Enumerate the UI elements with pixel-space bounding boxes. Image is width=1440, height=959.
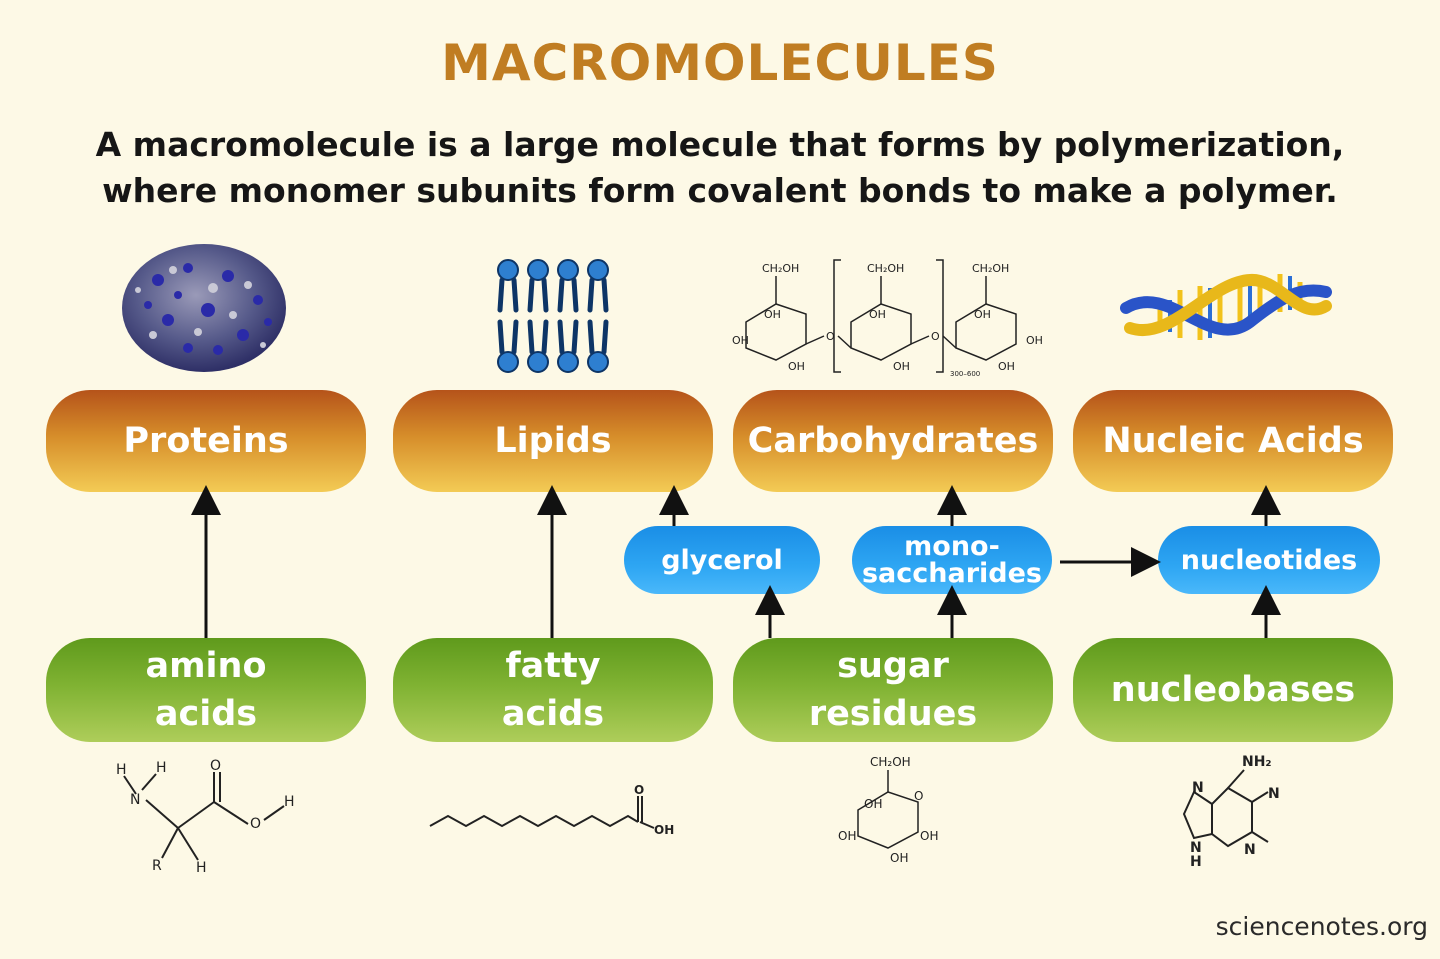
sugar-residues-line-1: sugar (837, 646, 949, 686)
oh-label-6: OH (893, 360, 910, 373)
o-label-amino-1: O (210, 758, 221, 774)
h-label-adenine: H (1190, 854, 1202, 870)
n-label-adenine-1: N (1268, 786, 1280, 802)
page-title: MACROMOLECULES (441, 34, 999, 92)
oh-label-fatty: OH (654, 823, 674, 837)
lipid-bilayer-icon (497, 259, 609, 373)
glucose-structure-icon: CH₂OH O OH OH OH OH (838, 755, 938, 865)
lipids-box: Lipids (393, 390, 713, 492)
o-label-glucose: O (914, 789, 923, 803)
monosaccharides-box: mono- saccharides (852, 526, 1052, 594)
oh-label-1: OH (764, 308, 781, 321)
n-label-amino: N (130, 792, 140, 808)
oh-label-glucose-2: OH (838, 829, 856, 843)
polysaccharide-structure-icon: CH₂OH CH₂OH CH₂OH OH OH OH OH OH OH OH O… (732, 259, 1043, 378)
oh-label-5: OH (788, 360, 805, 373)
nucleic-acids-box: Nucleic Acids (1073, 390, 1393, 492)
carbohydrates-box: Carbohydrates (733, 390, 1053, 492)
ch2oh-label-1: CH₂OH (762, 262, 799, 275)
n-label-adenine-3: N (1192, 780, 1204, 796)
ch2oh-label-2: CH₂OH (867, 262, 904, 275)
o-label-1: O (826, 330, 835, 343)
n-label-adenine-4: N (1190, 840, 1202, 856)
sugar-residues-box: sugar residues (733, 638, 1053, 742)
oh-label-7: OH (998, 360, 1015, 373)
h-label-amino-3: H (156, 760, 167, 776)
amino-acids-line-2: acids (154, 694, 258, 734)
o-label-2: O (931, 330, 940, 343)
o-label-fatty: O (634, 783, 644, 797)
oh-label-glucose-4: OH (890, 851, 908, 865)
o-label-amino-2: O (250, 816, 261, 832)
amino-acids-box: amino acids (46, 638, 366, 742)
sugar-residues-line-2: residues (808, 694, 978, 734)
oh-label-3: OH (974, 308, 991, 321)
nh2-label: NH₂ (1242, 754, 1272, 770)
definition-line-1: A macromolecule is a large molecule that… (95, 125, 1345, 164)
monosaccharides-line-2: saccharides (861, 558, 1043, 589)
fatty-acids-line-2: acids (501, 694, 605, 734)
amino-acids-line-1: amino (145, 646, 267, 686)
fatty-acid-structure-icon: O OH (429, 783, 674, 837)
r-label-amino: R (152, 858, 162, 874)
h-label-amino-4: H (196, 860, 207, 876)
h-label-amino-2: H (116, 762, 127, 778)
nucleotides-box: nucleotides (1158, 526, 1380, 594)
proteins-box: Proteins (46, 390, 366, 492)
protein-structure-icon (122, 244, 286, 372)
ch2oh-label-glucose: CH₂OH (870, 755, 911, 769)
oh-label-glucose-3: OH (920, 829, 938, 843)
glycerol-box: glycerol (624, 526, 820, 594)
adenine-structure-icon: NH₂ N N N N H (1182, 754, 1280, 870)
ch2oh-label-3: CH₂OH (972, 262, 1009, 275)
fatty-acids-box: fatty acids (393, 638, 713, 742)
amino-acid-structure-icon: N O O H H H R H (116, 758, 295, 876)
fatty-acids-line-1: fatty (505, 646, 601, 686)
definition-line-2: where monomer subunits form covalent bon… (102, 171, 1338, 210)
definition-text: A macromolecule is a large molecule that… (0, 122, 1440, 214)
monosaccharides-line-1: mono- (904, 531, 1000, 562)
nucleobases-box: nucleobases (1073, 638, 1393, 742)
n-label-adenine-2: N (1244, 842, 1256, 858)
dna-helix-icon (1120, 274, 1332, 340)
oh-label-8: OH (1026, 334, 1043, 347)
oh-label-4: OH (732, 334, 749, 347)
oh-label-2: OH (869, 308, 886, 321)
oh-label-glucose-1: OH (864, 797, 882, 811)
repeat-label: 300–600 (950, 370, 980, 378)
credit-text: sciencenotes.org (1215, 912, 1428, 941)
h-label-amino-1: H (284, 794, 295, 810)
